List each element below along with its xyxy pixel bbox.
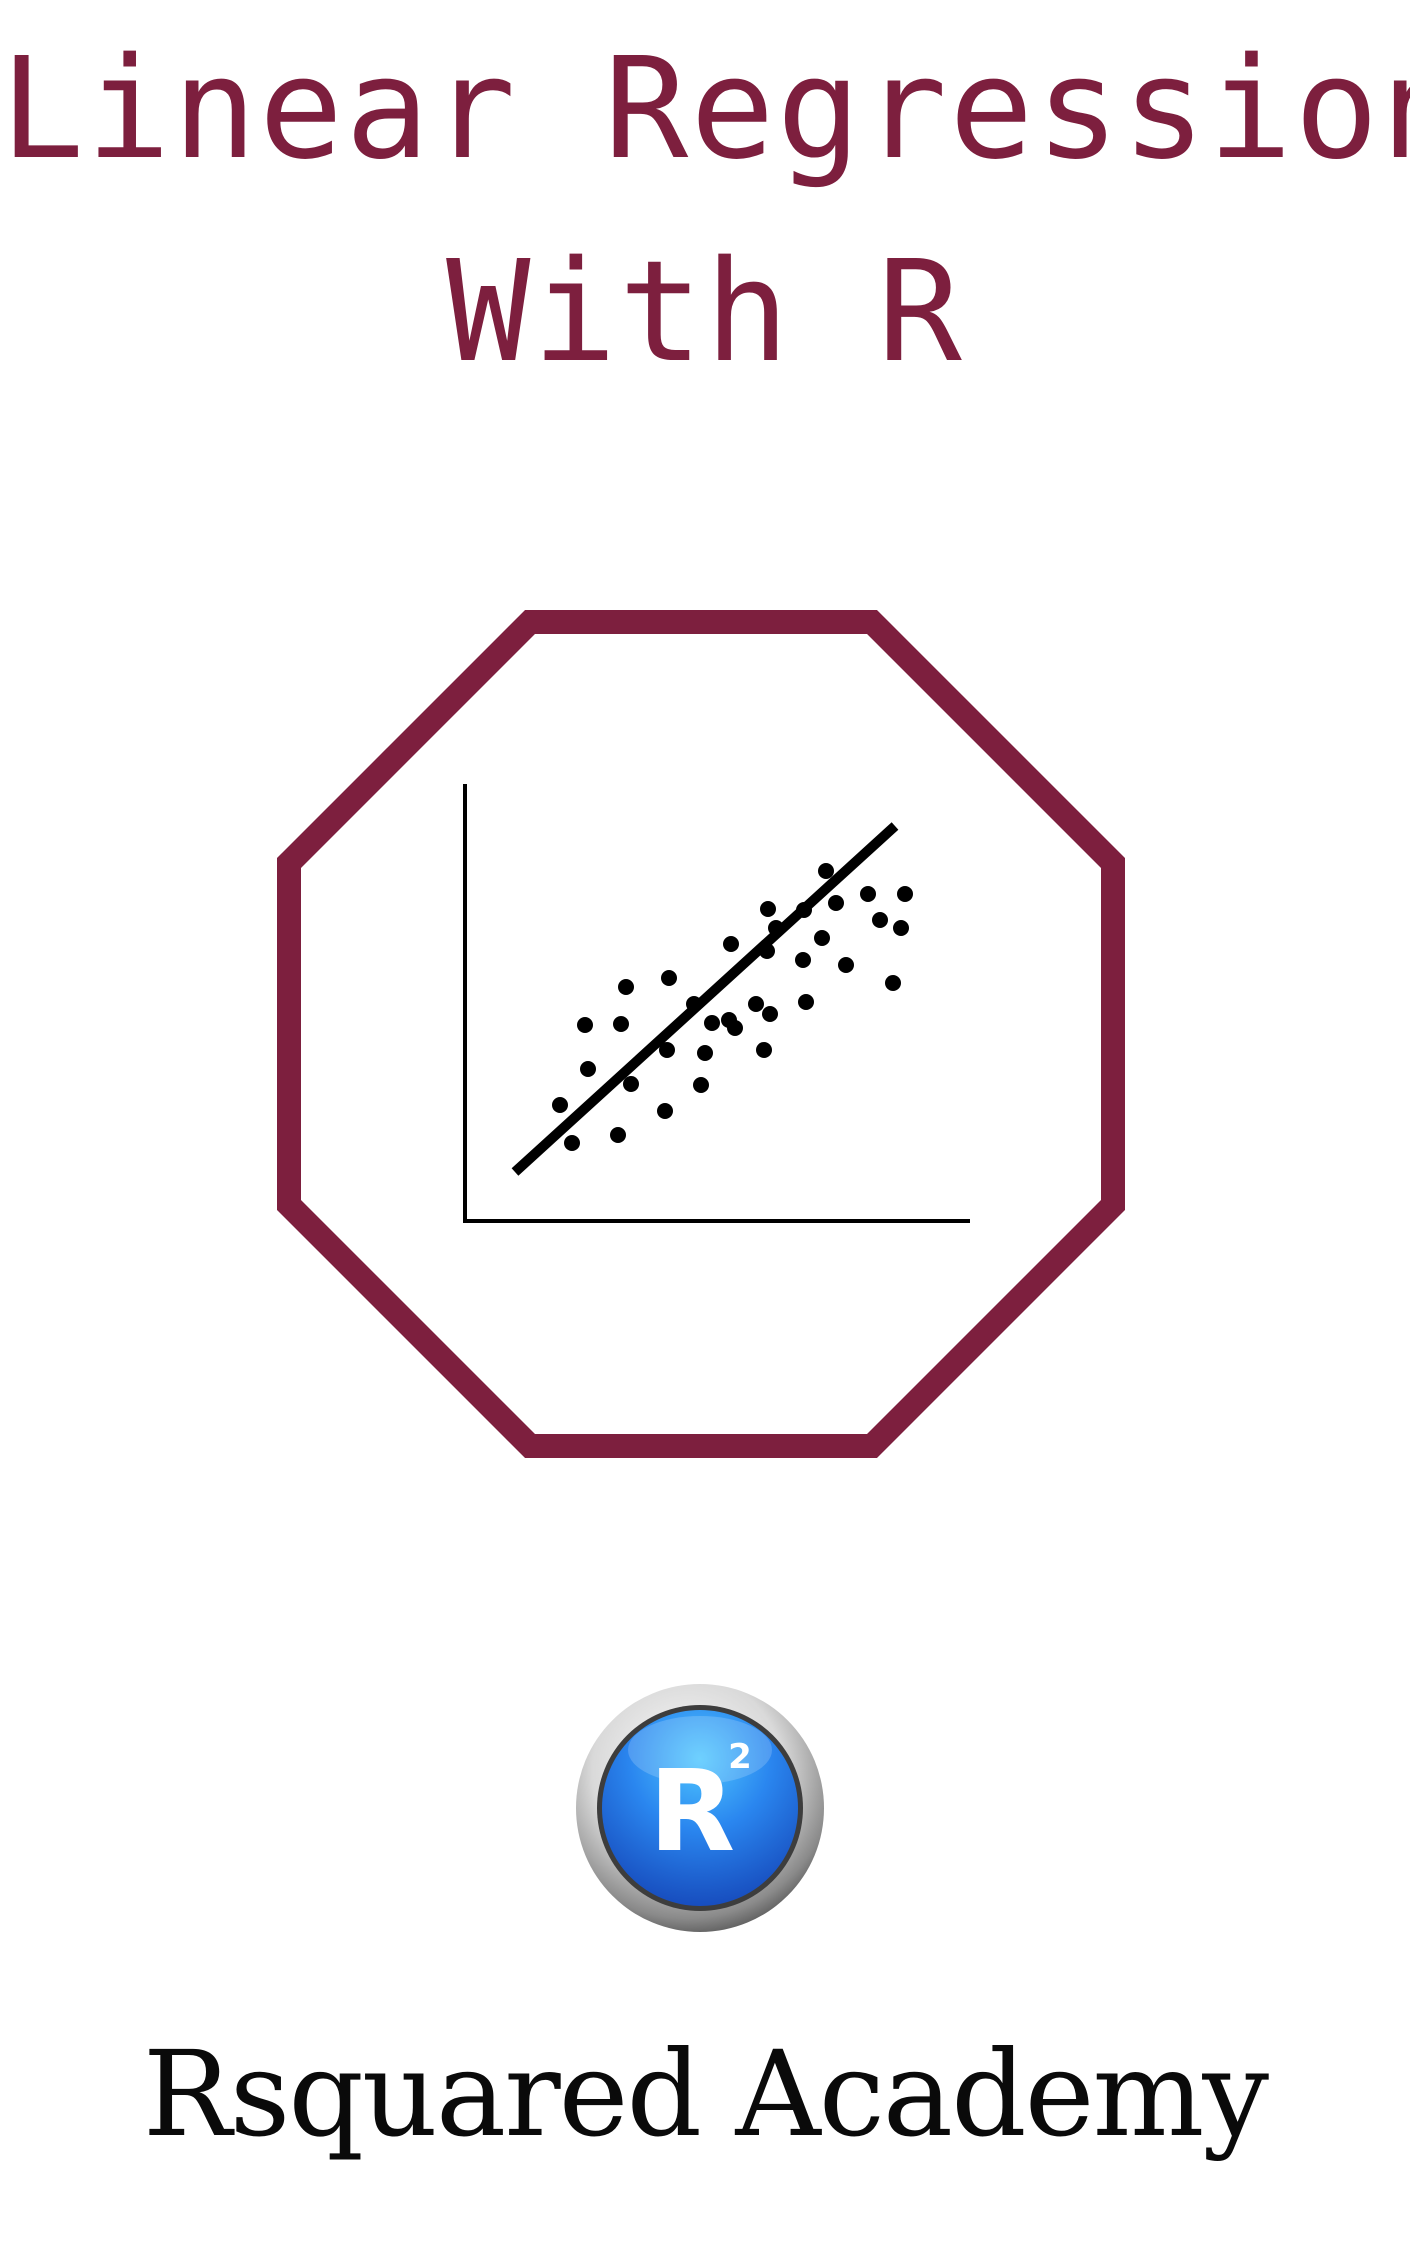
scatter-point [659, 1042, 675, 1058]
scatter-point [818, 863, 834, 879]
title-line-2: With R [446, 231, 964, 394]
scatter-point [727, 1020, 743, 1036]
scatter-point [564, 1135, 580, 1151]
scatter-point [756, 1042, 772, 1058]
scatter-point [838, 957, 854, 973]
scatter-point [661, 970, 677, 986]
scatter-point [796, 902, 812, 918]
scatter-point [872, 912, 888, 928]
scatter-point [580, 1061, 596, 1077]
scatter-plot-with-regression-line-icon [463, 784, 970, 1223]
scatter-point [693, 1077, 709, 1093]
r-squared-logo-icon: R 2 [576, 1684, 824, 1932]
scatter-point [828, 895, 844, 911]
regression-line [511, 822, 899, 1176]
scatter-point [814, 930, 830, 946]
scatter-point [704, 1015, 720, 1031]
scatter-points [552, 863, 913, 1151]
scatter-point [618, 979, 634, 995]
scatter-point [885, 975, 901, 991]
title-line-1: Linear Regression [0, 28, 1410, 191]
scatter-point [795, 952, 811, 968]
scatter-point [613, 1016, 629, 1032]
scatter-point [657, 1103, 673, 1119]
scatter-point [577, 1017, 593, 1033]
scatter-point [552, 1097, 568, 1113]
logo-letter: R [649, 1747, 735, 1877]
scatter-point [748, 996, 764, 1012]
scatter-point [610, 1127, 626, 1143]
scatter-point [760, 901, 776, 917]
scatter-point [893, 920, 909, 936]
scatter-point [759, 943, 775, 959]
scatter-point [768, 920, 784, 936]
scatter-point [860, 886, 876, 902]
logo-superscript: 2 [728, 1737, 752, 1777]
logo-blue-disc [602, 1710, 798, 1906]
scatter-point [798, 994, 814, 1010]
scatter-point [723, 936, 739, 952]
scatter-point [897, 886, 913, 902]
scatter-point [686, 996, 702, 1012]
scatter-point [762, 1006, 778, 1022]
logo-highlight [628, 1716, 772, 1784]
brand-name: Rsquared Academy [142, 2025, 1269, 2163]
scatter-point [623, 1076, 639, 1092]
octagon-frame [277, 610, 1125, 1458]
scatter-point [697, 1045, 713, 1061]
